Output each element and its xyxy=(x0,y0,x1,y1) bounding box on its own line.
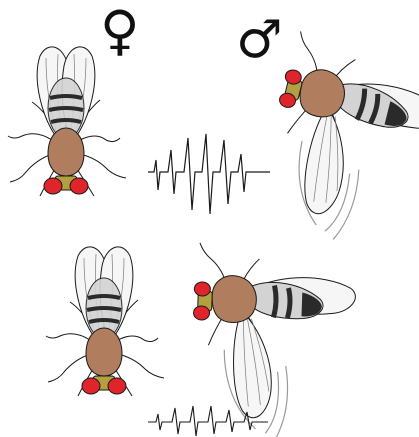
male-fly-bottom xyxy=(189,243,357,437)
male-fly-top xyxy=(250,30,419,257)
female-fly-top xyxy=(8,47,126,196)
pulse-song-trace-top xyxy=(148,134,270,214)
female-fly-bottom xyxy=(46,247,164,396)
